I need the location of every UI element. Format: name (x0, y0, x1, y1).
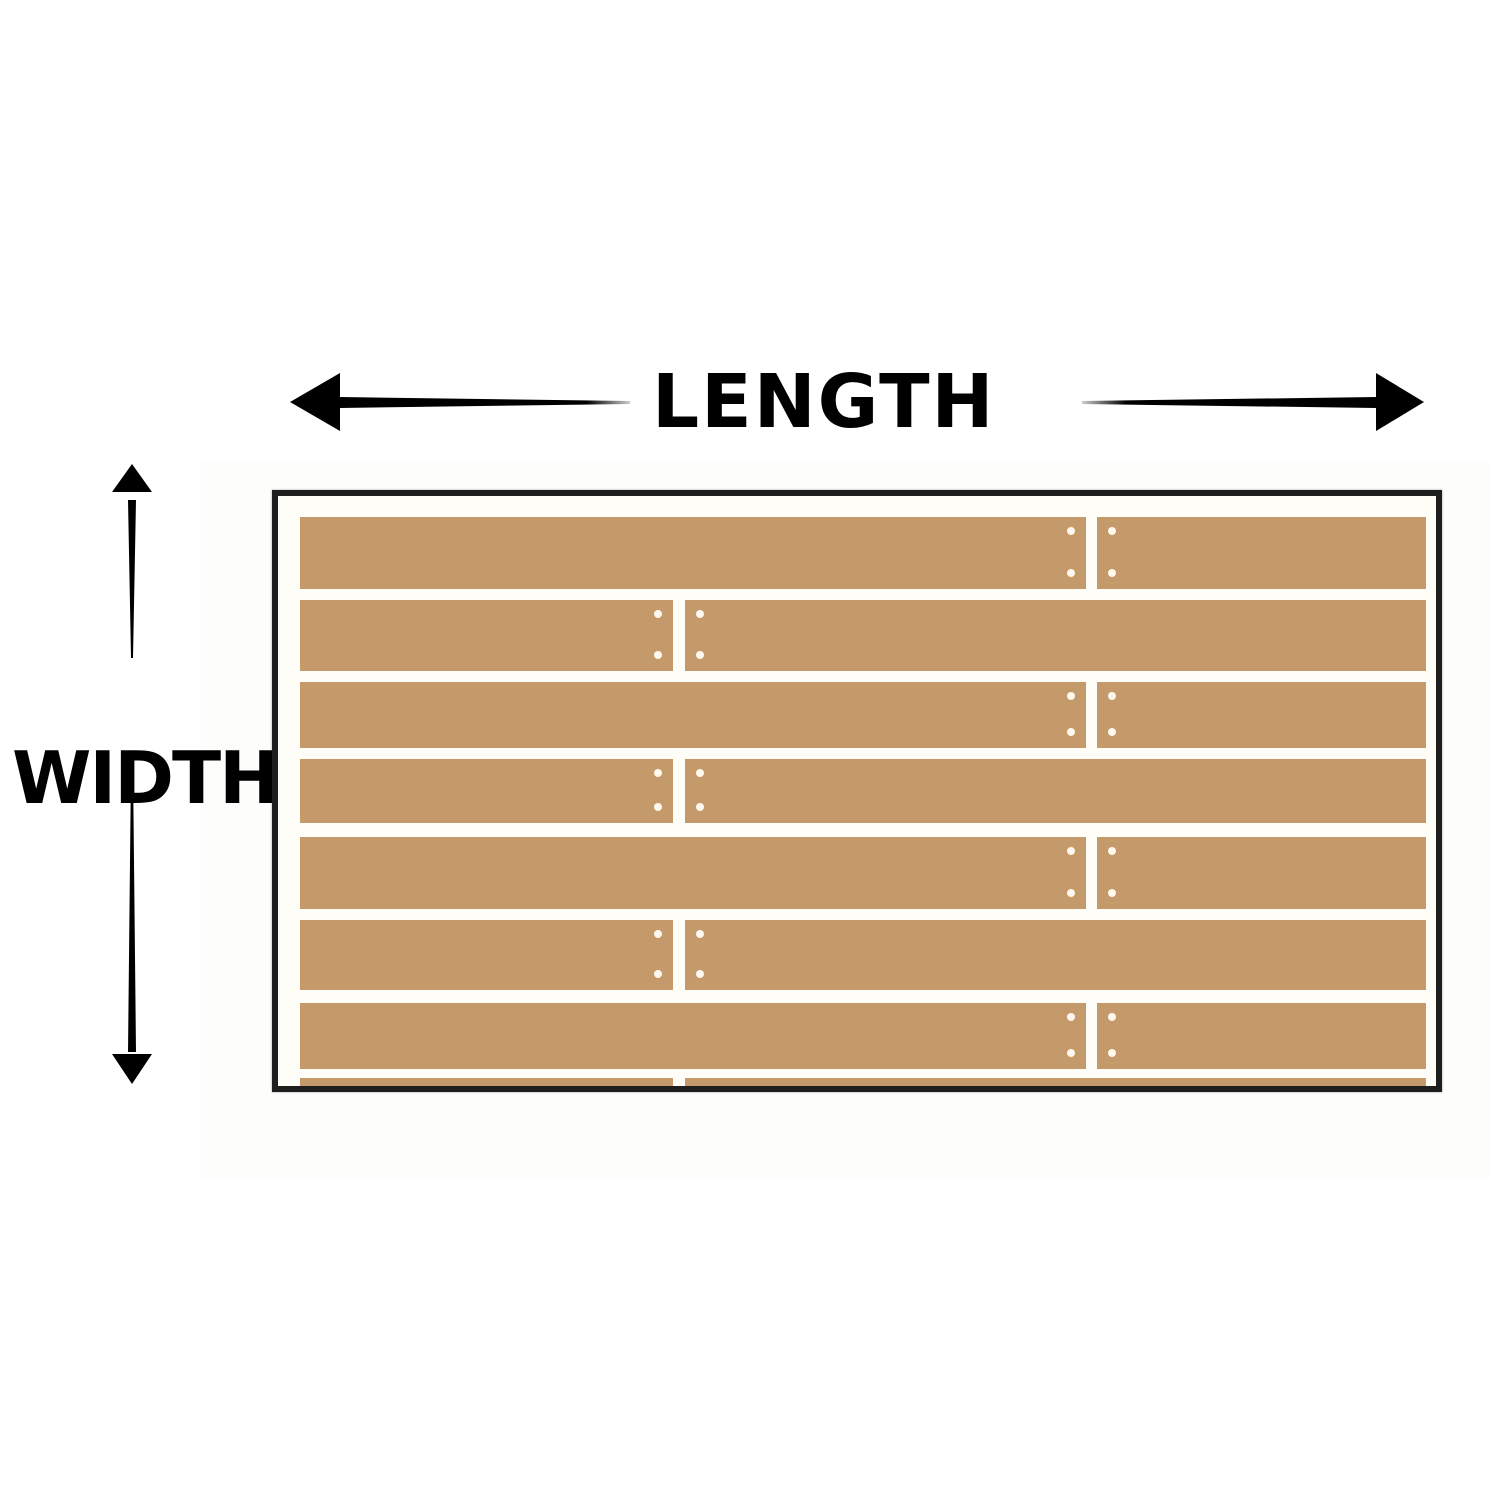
deck-plank (685, 1078, 1426, 1086)
deck-plank (685, 600, 1426, 671)
width-arrow-up-icon (112, 464, 152, 658)
nail-hole-icon (696, 769, 704, 777)
deck-plank (300, 517, 1086, 589)
nail-hole-icon (1108, 692, 1116, 700)
nail-hole-icon (1067, 1013, 1075, 1021)
deck-plank (300, 837, 1086, 909)
nail-hole-icon (654, 651, 662, 659)
nail-hole-icon (1108, 1049, 1116, 1057)
nail-hole-icon (1108, 569, 1116, 577)
length-arrow-right-icon (1082, 373, 1424, 431)
deck-plank (1097, 517, 1426, 589)
nail-hole-icon (696, 610, 704, 618)
deck-plank (1097, 1003, 1426, 1069)
width-arrow-down-icon (112, 766, 152, 1084)
deck-plank (300, 600, 673, 671)
nail-hole-icon (1067, 1049, 1075, 1057)
deck-plank (300, 682, 1086, 748)
nail-hole-icon (654, 769, 662, 777)
deck-frame (272, 490, 1442, 1092)
deck-plank (1097, 837, 1426, 909)
deck-plank (685, 920, 1426, 990)
nail-hole-icon (1108, 889, 1116, 897)
width-label: WIDTH (12, 736, 279, 820)
nail-hole-icon (1108, 847, 1116, 855)
nail-hole-icon (1067, 569, 1075, 577)
nail-hole-icon (1067, 847, 1075, 855)
nail-hole-icon (1067, 692, 1075, 700)
nail-hole-icon (1067, 527, 1075, 535)
nail-hole-icon (696, 930, 704, 938)
nail-hole-icon (1067, 728, 1075, 736)
nail-hole-icon (696, 803, 704, 811)
deck-plank (300, 1003, 1086, 1069)
nail-hole-icon (696, 970, 704, 978)
nail-hole-icon (696, 651, 704, 659)
nail-hole-icon (1108, 728, 1116, 736)
nail-hole-icon (654, 803, 662, 811)
deck-plank (300, 1078, 673, 1086)
deck-plank (685, 759, 1426, 823)
nail-hole-icon (1108, 1013, 1116, 1021)
nail-hole-icon (654, 930, 662, 938)
nail-hole-icon (1108, 527, 1116, 535)
nail-hole-icon (1067, 889, 1075, 897)
deck-plank (1097, 682, 1426, 748)
length-arrow-left-icon (290, 373, 630, 431)
deck-plank (300, 759, 673, 823)
nail-hole-icon (654, 610, 662, 618)
length-label: LENGTH (652, 359, 996, 445)
nail-hole-icon (654, 970, 662, 978)
deck-plank (300, 920, 673, 990)
